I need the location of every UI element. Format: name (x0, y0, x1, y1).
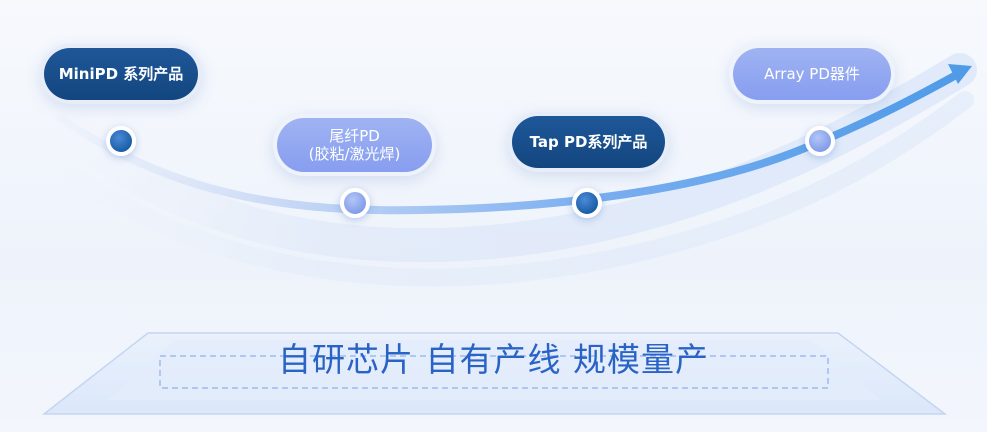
stage-pill-minipd: MiniPD 系列产品 (40, 44, 202, 104)
stage-pill-tap-pd: Tap PD系列产品 (508, 112, 669, 172)
curve-glow-2 (31, 91, 974, 287)
growth-curve (56, 70, 962, 215)
curve-dot-tap-pd (572, 188, 602, 218)
platform-slogan: 自研芯片 自有产线 规模量产 (278, 340, 709, 379)
curve-arrowhead (948, 64, 972, 84)
stage-label-array-pd: Array PD器件 (764, 65, 860, 83)
stage-label-minipd: MiniPD 系列产品 (58, 65, 184, 83)
platform-dashed-frame (159, 355, 829, 389)
stage-label-tap-pd: Tap PD系列产品 (529, 133, 648, 151)
stage-pill-array-pd: Array PD器件 (729, 44, 895, 104)
curve-dot-array-pd (805, 126, 835, 156)
stage-label-pigtail-pd: 尾纤PD (胶粘/激光焊) (308, 127, 401, 163)
platform-inner (108, 340, 880, 400)
curve-dot-minipd (106, 126, 136, 156)
stage-pill-pigtail-pd: 尾纤PD (胶粘/激光焊) (273, 114, 436, 176)
curve-dot-pigtail-pd (340, 188, 370, 218)
